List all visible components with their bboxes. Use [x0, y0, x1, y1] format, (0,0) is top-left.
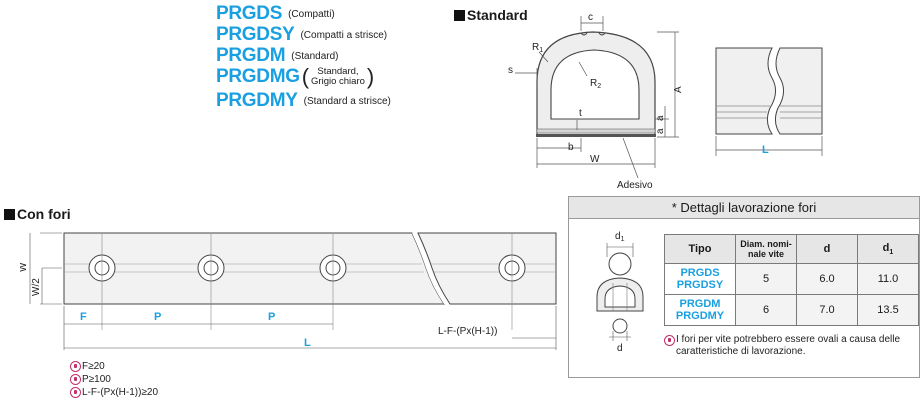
- cell-d: 7.0: [796, 294, 858, 326]
- dim-a-total: A: [673, 86, 684, 93]
- holes-title: Con fori: [4, 206, 71, 222]
- holes-plan-view: W W/2 F P P L-F-(Px(H-1)) L: [20, 232, 557, 350]
- col-header-d1: d1: [857, 234, 919, 264]
- dim-l-side: L: [762, 144, 769, 156]
- model-desc-line1: Standard,: [317, 66, 359, 77]
- dim-f: F: [80, 311, 87, 323]
- hole-detail-diagram: d1 d: [596, 231, 644, 354]
- model-code: PRGDM: [216, 45, 286, 66]
- adhesive-label: Adesivo: [617, 180, 653, 191]
- profile-hollow: [550, 49, 640, 120]
- tip-icon: [70, 374, 81, 385]
- col-header-tipo: Tipo: [664, 234, 736, 264]
- cell-diam: 5: [735, 263, 797, 295]
- dim-a1: a: [655, 115, 666, 121]
- cell-d1: 11.0: [857, 263, 919, 295]
- model-desc-line2: Grigio chiaro: [311, 76, 365, 87]
- dim-c: c: [588, 12, 593, 23]
- profile-cross-section: c R1 s R2 A a a t b W Adesivo: [508, 12, 684, 191]
- model-prgdsy: PRGDSY (Compatti a strisce): [216, 24, 387, 46]
- square-bullet-icon: [4, 208, 15, 220]
- dim-remainder: L-F-(Px(H-1)): [438, 326, 497, 337]
- square-bullet-icon: [454, 9, 465, 21]
- model-code: PRGDMG: [216, 66, 300, 87]
- dim-p2: P: [268, 311, 275, 323]
- model-prgdmg: PRGDMG ( Standard, Grigio chiaro ): [216, 66, 374, 88]
- model-code: PRGDS: [216, 3, 283, 24]
- model-desc: (Compatti): [288, 8, 335, 20]
- dim-b: b: [568, 142, 574, 153]
- dim-s: s: [508, 65, 513, 76]
- model-desc: (Standard a strisce): [303, 95, 391, 107]
- dim-w-half: W/2: [31, 278, 42, 296]
- dim-a2: a: [655, 128, 666, 134]
- col-header-diam: Diam. nomi-nale vite: [735, 234, 797, 264]
- tip-icon: [70, 361, 81, 372]
- dim-d1-diagram: d1: [615, 231, 625, 243]
- profile-side-view: L: [715, 47, 823, 156]
- adhesive-strip: [536, 134, 656, 137]
- standard-title: Standard: [454, 7, 528, 23]
- counterbore-circle: [608, 252, 632, 276]
- hole-detail-panel: * Dettagli lavorazione fori d1 d Tipo Di…: [568, 196, 920, 378]
- tip-icon: [664, 335, 675, 346]
- dim-r1: R1: [532, 42, 543, 54]
- standard-title-text: Standard: [467, 7, 528, 23]
- dim-r2: R2: [590, 78, 601, 90]
- panel-note: I fori per vite potrebbero essere ovali …: [664, 334, 914, 358]
- model-prgdm: PRGDM (Standard): [216, 45, 338, 67]
- model-desc: ( Standard, Grigio chiaro ): [301, 64, 375, 89]
- dim-p1: P: [154, 311, 161, 323]
- model-code: PRGDMY: [216, 90, 298, 111]
- model-desc: (Standard): [291, 50, 339, 62]
- thru-hole-circle: [612, 318, 628, 334]
- model-prgdmy: PRGDMY (Standard a strisce): [216, 90, 391, 112]
- note-f: F≥20: [70, 361, 105, 372]
- dim-d-diagram: d: [617, 343, 623, 354]
- note-p: P≥100: [70, 374, 111, 385]
- tip-icon: [70, 387, 81, 398]
- note-remainder: L-F-(Px(H-1))≥20: [70, 387, 158, 398]
- holes-title-text: Con fori: [17, 206, 71, 222]
- model-code: PRGDSY: [216, 24, 295, 45]
- dim-w: W: [590, 154, 600, 165]
- col-header-d: d: [796, 234, 858, 264]
- model-prgds: PRGDS (Compatti): [216, 3, 335, 25]
- dim-t: t: [579, 108, 582, 119]
- dim-w-holes: W: [20, 262, 29, 272]
- cell-diam: 6: [735, 294, 797, 326]
- cell-d: 6.0: [796, 263, 858, 295]
- dim-l-holes: L: [304, 337, 311, 349]
- panel-title: * Dettagli lavorazione fori: [569, 197, 919, 219]
- cell-d1: 13.5: [857, 294, 919, 326]
- model-desc: (Compatti a strisce): [300, 29, 388, 41]
